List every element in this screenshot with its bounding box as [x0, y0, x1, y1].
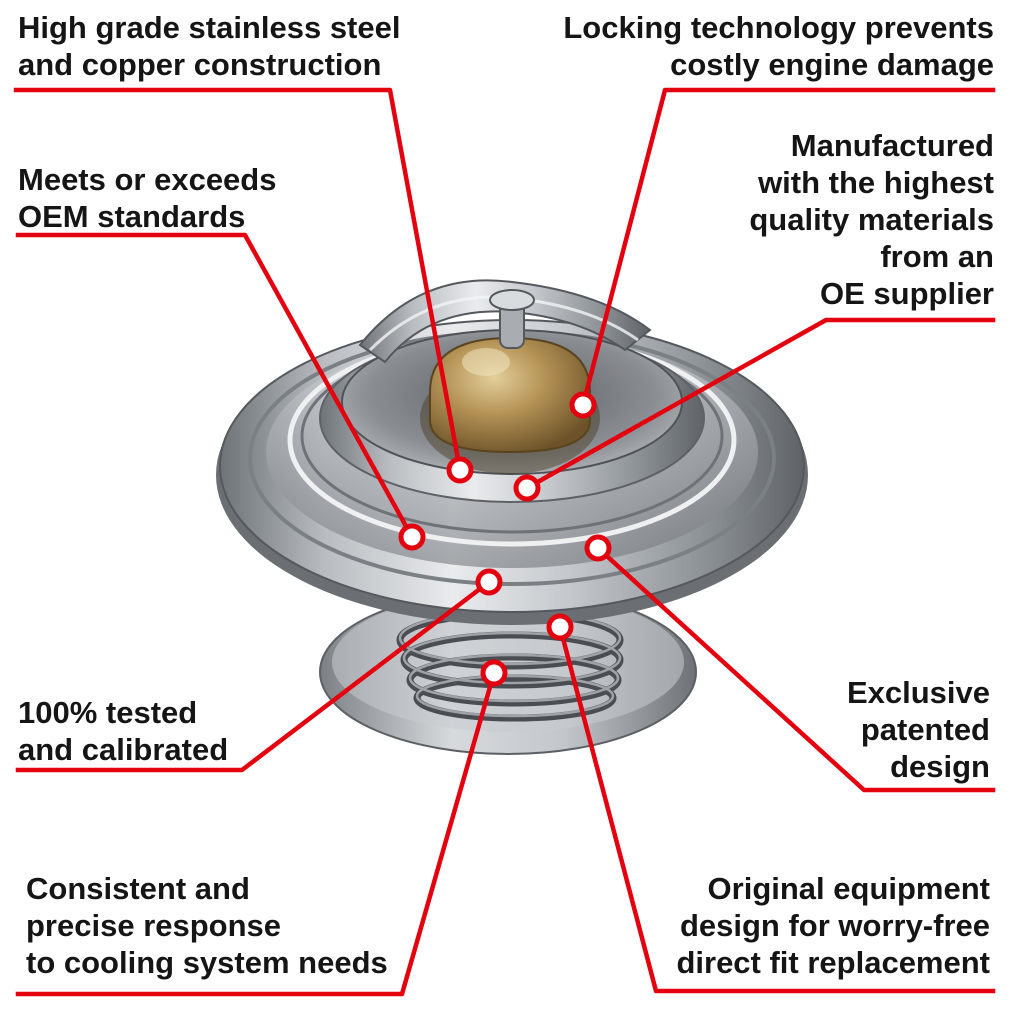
callout-original-line: design for worry-free	[679, 908, 990, 943]
callout-marker-consistent	[480, 659, 508, 687]
callout-tested-line: 100% tested	[18, 695, 198, 730]
callout-consistent-line: to cooling system needs	[26, 945, 388, 980]
callout-exclusive-line: patented	[860, 712, 990, 747]
callout-consistent-line: precise response	[26, 908, 282, 943]
callout-locking-line: costly engine damage	[670, 47, 994, 82]
callout-manufactured: Manufactured with the highest quality ma…	[749, 127, 994, 312]
callout-line-consistent	[15, 670, 497, 997]
callout-marker-exclusive	[584, 534, 612, 562]
spring-highlight	[398, 610, 622, 718]
callout-manufactured-line: from an	[880, 239, 994, 274]
callout-line-locking	[580, 87, 996, 408]
callout-manufactured-line: OE supplier	[820, 276, 994, 311]
callout-lines	[13, 87, 996, 997]
callout-tested-line: and calibrated	[18, 732, 229, 767]
callout-line-manufactured	[523, 317, 996, 492]
brass-pellet	[420, 336, 600, 474]
callout-line-exclusive	[594, 544, 996, 793]
callout-oem: Meets or exceeds OEM standards	[18, 161, 276, 235]
callout-marker-manufactured	[513, 474, 541, 502]
callout-construction-line: High grade stainless steel	[18, 10, 401, 45]
callout-manufactured-line: Manufactured	[790, 128, 994, 163]
callout-original-line: Original equipment	[707, 871, 990, 906]
callout-marker-oem	[398, 523, 426, 551]
callout-marker-tested	[475, 568, 503, 596]
callout-marker-construction	[446, 456, 474, 484]
callout-manufactured-line: with the highest	[758, 165, 994, 200]
callout-original-line: direct fit replacement	[676, 945, 990, 980]
callout-manufactured-line: quality materials	[749, 202, 994, 237]
callout-tested: 100% tested and calibrated	[18, 694, 228, 768]
callout-exclusive-line: Exclusive	[846, 675, 990, 710]
callout-oem-line: Meets or exceeds	[18, 162, 277, 197]
callout-markers	[398, 391, 612, 687]
callout-construction-line: and copper construction	[18, 47, 382, 82]
callout-oem-line: OEM standards	[18, 199, 246, 234]
callout-consistent-line: Consistent and	[26, 871, 250, 906]
callout-line-tested	[15, 578, 493, 773]
callout-construction: High grade stainless steel and copper co…	[18, 9, 400, 83]
callout-exclusive-line: design	[890, 749, 990, 784]
callout-line-original	[557, 624, 996, 994]
callout-locking-line: Locking technology prevents	[563, 10, 994, 45]
callout-original: Original equipment design for worry-free…	[676, 870, 990, 981]
callout-line-oem	[15, 232, 416, 541]
callout-locking: Locking technology prevents costly engin…	[563, 9, 994, 83]
callout-marker-original	[546, 613, 574, 641]
callout-line-construction	[13, 87, 463, 473]
callout-consistent: Consistent and precise response to cooli…	[26, 870, 388, 981]
callout-marker-locking	[569, 391, 597, 419]
callout-exclusive: Exclusive patented design	[847, 674, 990, 785]
